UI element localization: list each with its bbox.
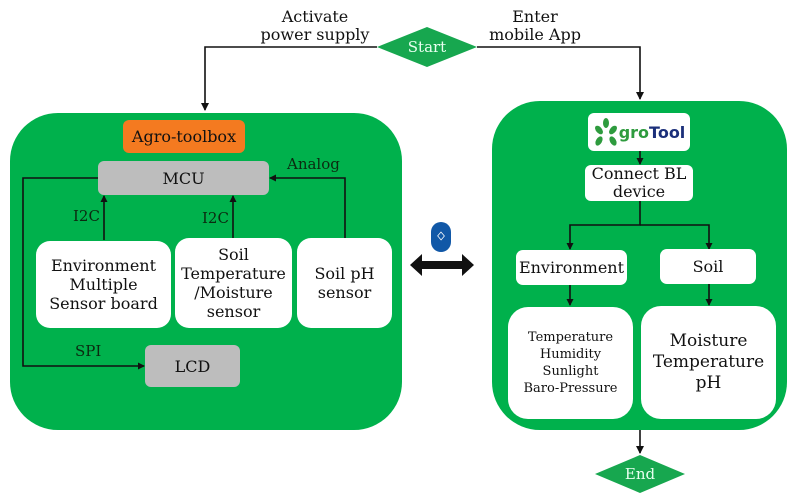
environment-category: Environment [516, 250, 627, 285]
agro-toolbox-title: Agro-toolbox [123, 120, 245, 153]
soil-ph-sensor: Soil pH sensor [297, 238, 392, 328]
arrow-connect-to-environment [566, 201, 641, 250]
logo-text-tool: Tool [649, 122, 686, 142]
arrow-start-to-toolbox [201, 46, 377, 111]
bus-spi-lcd [22, 177, 145, 370]
arrow-connect-to-soil [640, 224, 713, 250]
analog-label: Analog [287, 155, 340, 173]
soil-category: Soil [660, 249, 756, 284]
arrow-start-to-app [477, 46, 644, 100]
bus-analog-ph [269, 174, 346, 240]
spi-label: SPI [75, 342, 102, 360]
enter-app-label: Enter mobile App [489, 7, 581, 44]
soil-temp-moisture-sensor: Soil Temperature /Moisture sensor [175, 238, 292, 328]
environment-measurements: Temperature Humidity Sunlight Baro-Press… [508, 307, 633, 419]
leaf-logo-icon [594, 118, 617, 146]
lcd-block: LCD [145, 345, 240, 387]
start-diamond [377, 27, 477, 67]
logo-text-gro: gro [618, 122, 650, 142]
environment-sensor-board: Environment Multiple Sensor board [36, 241, 171, 328]
activate-power-label: Activate power supply [260, 7, 370, 44]
end-label: End [624, 465, 656, 483]
start-label: Start [407, 38, 447, 56]
bluetooth-icon: ᛜ [431, 222, 451, 252]
double-arrow-icon [410, 254, 474, 276]
connect-bl-device: Connect BL device [585, 165, 693, 201]
i2c-env-label: I2C [73, 207, 100, 225]
soil-measurements: Moisture Temperature pH [641, 306, 776, 419]
i2c-soil-label: I2C [202, 209, 229, 227]
mcu-block: MCU [98, 161, 269, 195]
end-diamond [595, 455, 685, 493]
